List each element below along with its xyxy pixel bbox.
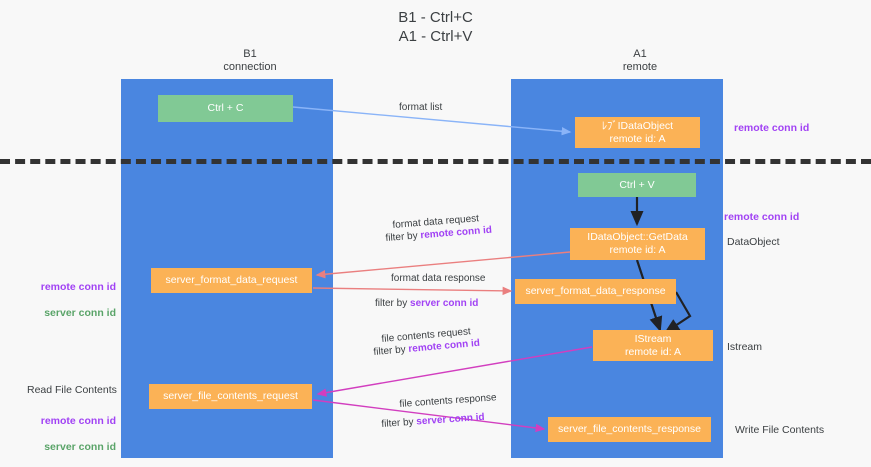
phase-divider [0, 159, 871, 164]
filter-prefix: filter by [381, 416, 417, 430]
annotation-remote-conn-id-mid: remote conn id [724, 211, 800, 223]
annotation-remote-conn-id-top: remote conn id [734, 122, 810, 134]
edge-format-data-response [312, 286, 513, 296]
filter-prefix: filter by [373, 343, 409, 358]
annotation-left-bottom-remote: remote conn id [40, 415, 116, 427]
annotation-left-mid: remote conn id server conn id [22, 268, 116, 333]
filter-prefix: filter by [385, 230, 421, 244]
node-server-format-data-response[interactable]: server_format_data_response [515, 279, 676, 304]
node-idataobject-getdata[interactable]: IDataObject::GetData remote id: A [570, 228, 705, 260]
node-server-file-contents-response[interactable]: server_file_contents_response [548, 417, 711, 442]
page-title: B1 - Ctrl+C A1 - Ctrl+V [398, 9, 473, 45]
filter-key-server-conn-id: server conn id [416, 411, 485, 428]
annotation-write-file-contents: Write File Contents [735, 424, 825, 436]
filter-prefix: filter by [375, 298, 411, 309]
edge-label-format-data-response-filter: filter by server conn id [375, 297, 478, 311]
node-idataobject[interactable]: ﾚﾌﾞIDataObject remote id: A [575, 117, 700, 148]
annotation-left-mid-remote: remote conn id [40, 281, 116, 293]
edge-label-file-contents-response: file contents response [399, 392, 497, 410]
node-ctrl-v[interactable]: Ctrl + V [578, 173, 696, 197]
annotation-left-mid-server: server conn id [44, 307, 116, 319]
edge-label-format-list: format list [399, 102, 443, 113]
node-server-format-data-request[interactable]: server_format_data_request [151, 268, 312, 293]
annotation-istream: Istream [727, 341, 763, 353]
annotation-dataobject: DataObject [727, 236, 780, 248]
column-header-a1: A1 remote [622, 48, 658, 73]
filter-key-server-conn-id: server conn id [410, 298, 479, 309]
annotation-left-bottom: remote conn id server conn id [22, 402, 116, 467]
annotation-read-file-contents: Read File Contents [27, 384, 117, 396]
node-ctrl-c[interactable]: Ctrl + C [158, 95, 293, 122]
column-header-b1: B1 connection [223, 48, 277, 73]
node-server-file-contents-request[interactable]: server_file_contents_request [149, 384, 312, 409]
edge-label-file-contents-response-filter: filter by server conn id [381, 411, 485, 432]
edge-label-format-data-response: format data response [391, 273, 486, 284]
node-istream[interactable]: IStream remote id: A [593, 330, 713, 361]
annotation-left-bottom-server: server conn id [44, 441, 116, 453]
